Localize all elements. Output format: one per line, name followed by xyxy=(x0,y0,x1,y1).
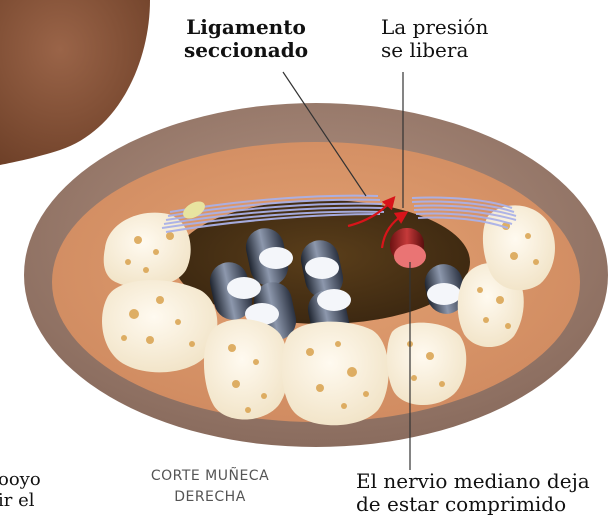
carpal-bone xyxy=(483,205,555,290)
tendon-cap xyxy=(427,283,461,305)
ligament-label-line-2: seccionado xyxy=(174,39,318,62)
nerve-label-line-2: de estar comprimido xyxy=(356,493,606,516)
tendon-cap xyxy=(317,289,351,311)
carpal-bone xyxy=(282,322,389,426)
pressure-label: La presión se libera xyxy=(381,16,521,62)
pressure-label-line-2: se libera xyxy=(381,39,521,62)
caption-line-2: DERECHA xyxy=(135,487,285,508)
nerve-label-line-1: El nervio mediano deja xyxy=(356,470,606,493)
tendon-cap xyxy=(305,257,339,279)
hand-shape xyxy=(0,0,150,165)
tendon-cap xyxy=(227,277,261,299)
carpal-bone xyxy=(102,280,217,372)
carpal-bone xyxy=(204,319,289,419)
cut-off-text-line-1: ooyo xyxy=(0,470,58,491)
cut-off-text: ooyo ir el xyxy=(0,470,58,511)
cut-off-text-line-2: ir el xyxy=(0,491,58,512)
caption-line-1: CORTE MUÑECA xyxy=(135,466,285,487)
carpal-bone xyxy=(387,323,466,405)
pressure-label-line-1: La presión xyxy=(381,16,521,39)
nerve-label: El nervio mediano deja de estar comprimi… xyxy=(356,470,606,516)
section-caption: CORTE MUÑECA DERECHA xyxy=(135,466,285,508)
ligament-label-line-1: Ligamento xyxy=(174,16,318,39)
tendon-cap xyxy=(259,247,293,269)
ligament-label: Ligamento seccionado xyxy=(174,16,318,62)
